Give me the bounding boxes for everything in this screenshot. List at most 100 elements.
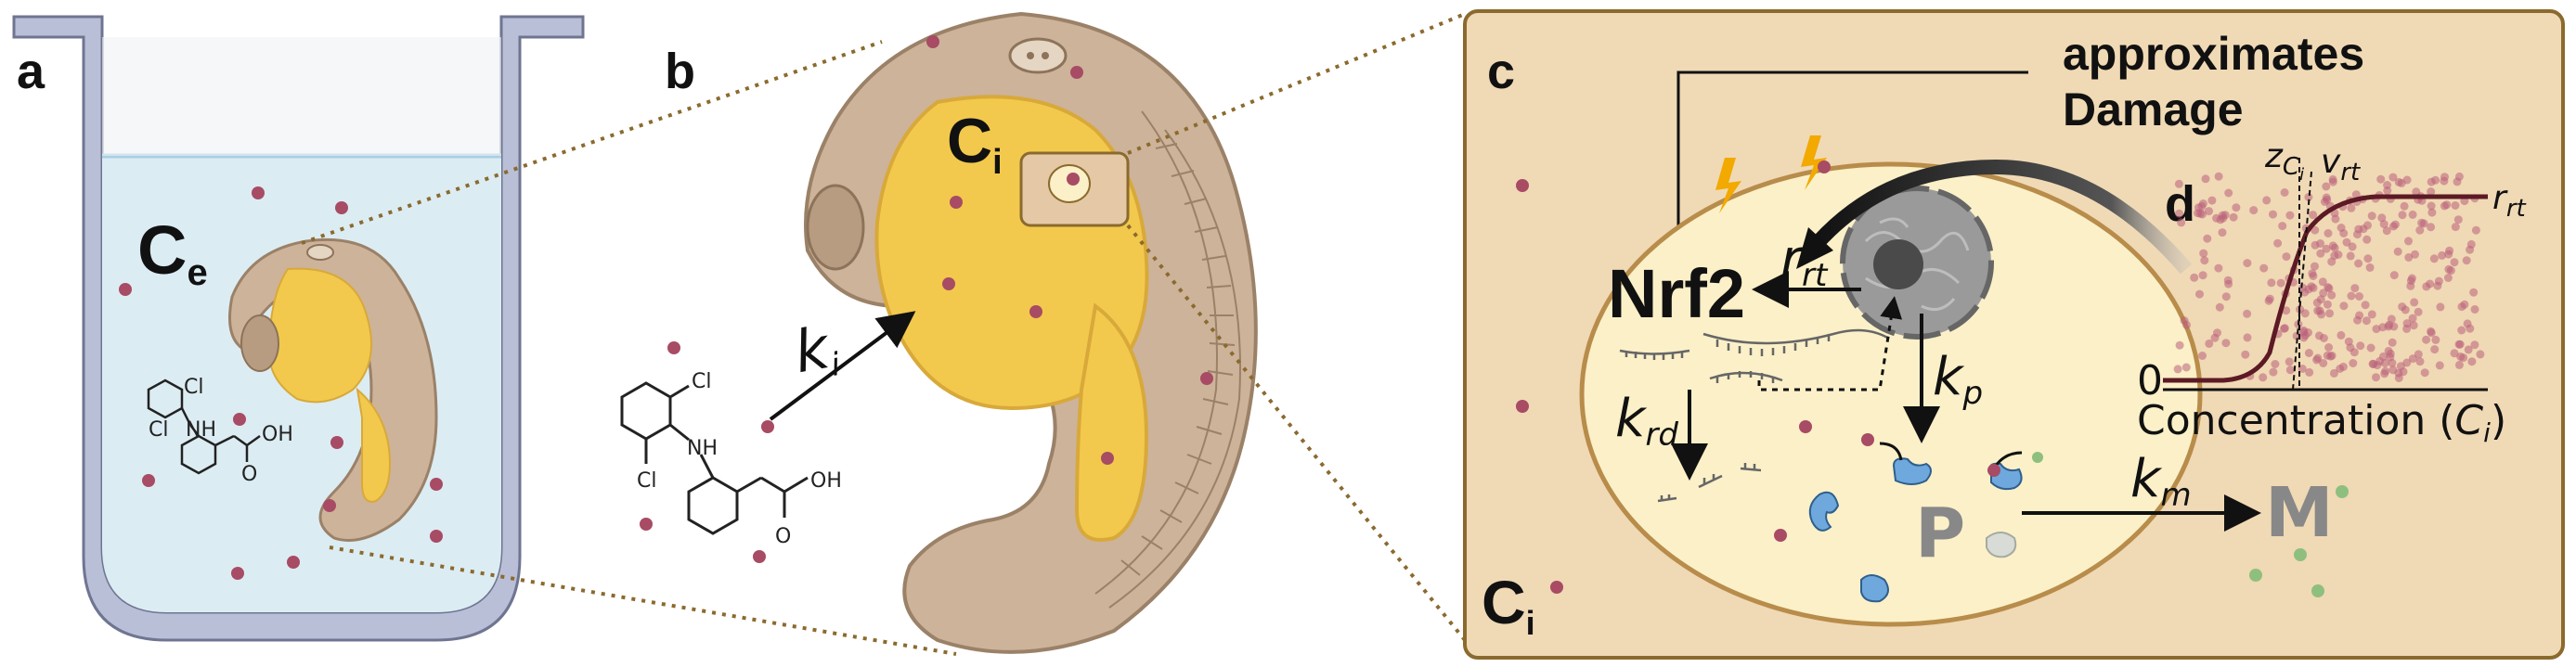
scatter-point <box>2327 257 2337 266</box>
scatter-point <box>2342 237 2351 247</box>
scatter-point <box>2408 314 2417 323</box>
chem-nh-b: NH <box>687 437 718 460</box>
scatter-point <box>2318 277 2327 287</box>
scatter-point <box>2454 360 2464 369</box>
scatter-point <box>2373 361 2382 370</box>
damage-bracket <box>1676 71 2028 232</box>
scatter-point <box>2466 324 2475 333</box>
nrf2-label: Nrf2 <box>1608 255 1745 332</box>
chem-oh-b: OH <box>810 469 842 493</box>
scatter-point <box>2436 302 2445 312</box>
title-approximates: approximates <box>2063 28 2364 80</box>
binding-arrows <box>1879 442 2023 467</box>
panel-c: c approximates Damage Ci Nrf2 <box>1463 9 2565 660</box>
scatter-point <box>2346 343 2355 353</box>
scatter-point <box>2271 360 2280 368</box>
scatter-point <box>2451 223 2460 232</box>
scatter-point <box>2224 188 2233 198</box>
scatter-point <box>2430 345 2440 354</box>
scatter-point <box>2398 211 2407 220</box>
scatter-point <box>2389 271 2399 280</box>
scatter-point <box>2269 210 2277 219</box>
protein-icon <box>1808 457 2023 603</box>
scatter-point <box>2175 209 2183 218</box>
scatter-point <box>2264 296 2273 305</box>
scatter-point <box>2195 209 2205 218</box>
scatter-point <box>2464 345 2473 354</box>
scatter-point <box>2387 314 2396 324</box>
scatter-point <box>2460 300 2469 309</box>
scatter-point <box>2388 173 2398 182</box>
scatter-point <box>2331 214 2340 224</box>
scatter-point <box>2205 339 2214 348</box>
scatter-point <box>2229 212 2238 222</box>
scatter-point <box>2262 196 2272 205</box>
scatter-point <box>2218 211 2227 220</box>
scatter-point <box>2311 225 2320 235</box>
scatter-point <box>2322 244 2331 253</box>
v-label: vrt <box>2321 143 2361 186</box>
panel-b: b <box>620 11 1258 654</box>
scatter-point <box>2323 351 2332 360</box>
scatter-point <box>2349 359 2358 367</box>
scatter-point <box>2362 316 2371 326</box>
scatter-point <box>2190 273 2199 282</box>
scatter-point <box>2411 250 2419 259</box>
scatter-point <box>2420 368 2429 378</box>
scatter-point <box>2453 215 2463 224</box>
scatter-point <box>2415 225 2425 235</box>
scatter-point <box>2402 319 2412 328</box>
scatter-point <box>2388 366 2398 375</box>
scatter-point <box>2470 340 2479 350</box>
scatter-point <box>2339 301 2349 311</box>
scatter-point <box>2469 288 2479 297</box>
chem-o-a: O <box>241 463 257 486</box>
scatter-point <box>2319 334 2328 342</box>
feedback-dashed-arrow <box>1757 296 1903 391</box>
chem-cl-bottom-a: Cl <box>149 418 168 442</box>
scatter-point <box>2214 263 2223 273</box>
scatter-point <box>2285 211 2295 220</box>
scatter-point <box>2304 193 2313 201</box>
scatter-point <box>2429 254 2439 263</box>
scatter-point <box>2320 198 2329 206</box>
scatter-point <box>2309 211 2318 220</box>
scatter-point <box>2378 352 2388 361</box>
scatter-point <box>2404 253 2414 262</box>
panel-label-b: b <box>665 44 695 99</box>
scatter-point <box>2367 310 2376 319</box>
scatter-point <box>2466 239 2476 249</box>
scatter-point <box>2232 203 2241 212</box>
scatter-point <box>2259 373 2268 382</box>
nucleus-icon <box>1840 186 1994 340</box>
scatter-point <box>2443 274 2453 282</box>
scatter-point <box>2199 249 2208 258</box>
scatter-point <box>2451 201 2460 210</box>
scatter-point <box>2427 328 2436 338</box>
scatter-point <box>2347 291 2356 301</box>
scatter-point <box>2215 302 2224 312</box>
rate-label-rrt: rrt <box>1780 229 1829 294</box>
scatter-point <box>2434 276 2443 286</box>
panel-d: d 0 zCi vrt rrt Concentration (Ci) <box>2137 137 2527 448</box>
chem-nh-a: NH <box>186 418 216 442</box>
scatter-point <box>2338 362 2348 371</box>
scatter-point <box>2173 365 2182 374</box>
scatter-point <box>2328 241 2337 250</box>
scatter-point <box>2223 276 2233 285</box>
rate-label-krd: krd <box>1615 389 1678 454</box>
somites <box>1094 110 1241 609</box>
scatter-point <box>2372 373 2380 382</box>
scatter-point <box>2285 366 2295 375</box>
damage-arrowhead <box>1796 227 1833 269</box>
zoom-lines-bc <box>1126 12 1467 642</box>
scatter-point <box>2280 324 2289 333</box>
scatter-point <box>2348 242 2357 251</box>
scatter-point <box>2334 250 2343 259</box>
scatter-point <box>2476 350 2485 359</box>
scatter-point <box>2243 259 2252 268</box>
scatter-point <box>2379 220 2388 229</box>
scatter-point <box>2366 343 2375 353</box>
scatter-point <box>2427 187 2436 197</box>
scatter-point <box>2427 223 2436 232</box>
